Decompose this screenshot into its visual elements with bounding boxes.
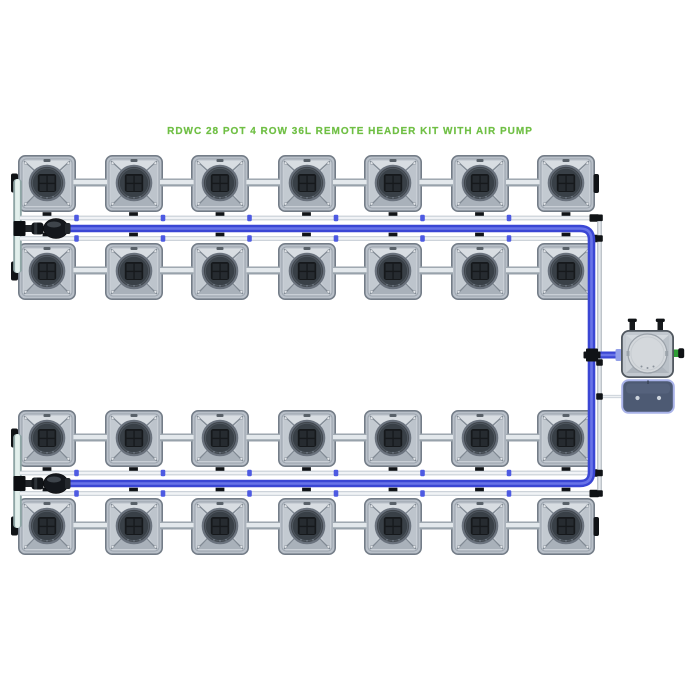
grow-pot (191, 498, 250, 556)
grow-pot (364, 155, 423, 213)
grow-pot (104, 155, 163, 213)
grow-pot (364, 243, 423, 301)
grow-pot (18, 410, 77, 468)
grow-pot (364, 498, 423, 556)
product-title: RDWC 28 POT 4 ROW 36L REMOTE HEADER KIT … (167, 126, 533, 137)
remote-header-tank (620, 318, 685, 380)
grow-pot (191, 243, 250, 301)
grow-pot (18, 243, 77, 301)
green-fitting (674, 349, 679, 357)
grow-pot (450, 498, 509, 556)
tank-posts (627, 318, 665, 331)
grow-pot (191, 410, 250, 468)
air-pump (621, 379, 675, 416)
grow-pot (18, 498, 77, 556)
grow-pot (537, 155, 596, 213)
grow-pot (450, 243, 509, 301)
grow-pot (364, 410, 423, 468)
grow-pot (537, 243, 596, 301)
pump-outlet (656, 395, 662, 401)
grow-pot (104, 498, 163, 556)
grow-pot (450, 410, 509, 468)
grow-pot (537, 410, 596, 468)
grow-pot (191, 155, 250, 213)
grow-pot (104, 243, 163, 301)
grow-pot (277, 243, 336, 301)
grow-pot (18, 155, 77, 213)
grow-pot (277, 410, 336, 468)
grow-pot (450, 155, 509, 213)
grow-pot (104, 410, 163, 468)
grow-pot (277, 498, 336, 556)
grow-pot (537, 498, 596, 556)
grow-pot (277, 155, 336, 213)
pump-outlet (635, 395, 640, 401)
